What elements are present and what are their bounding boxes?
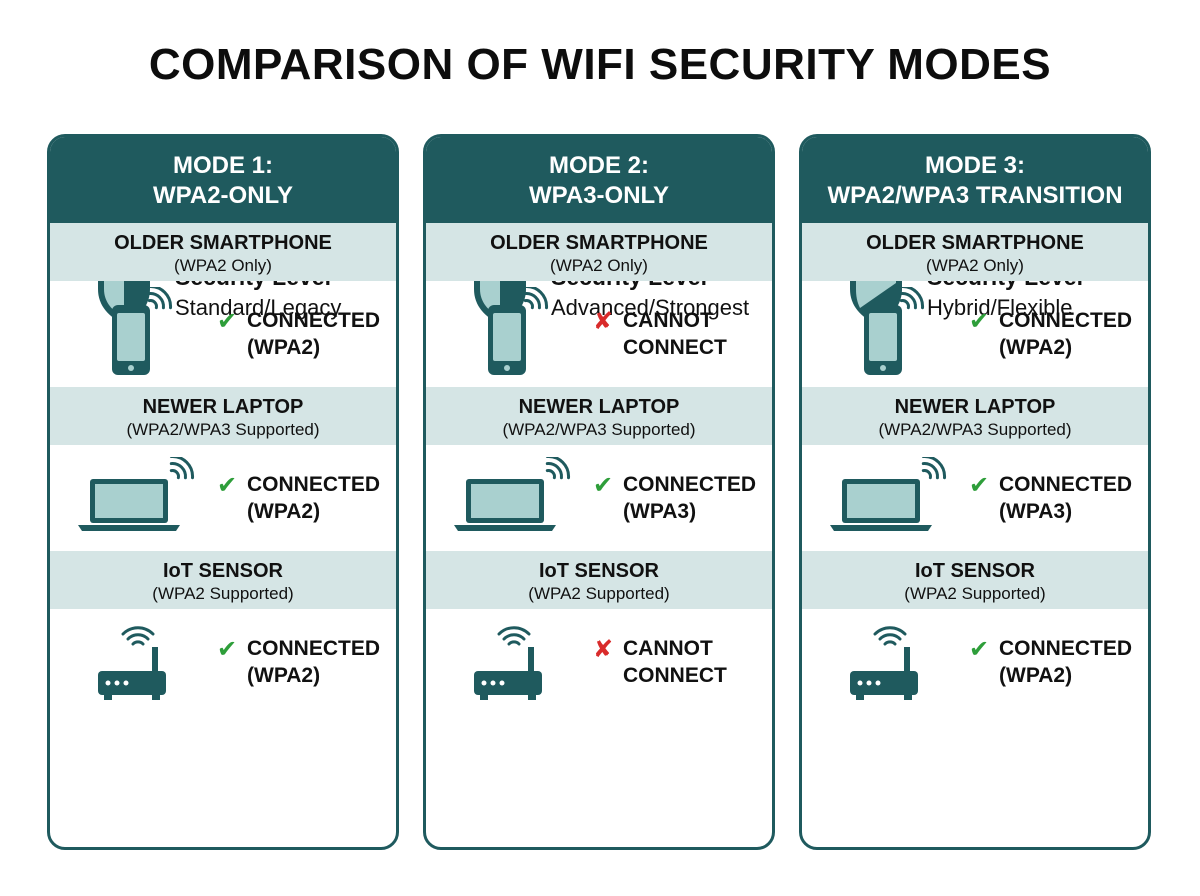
check-icon: ✔ [969, 472, 990, 499]
connection-status: CANNOT CONNECT [623, 307, 727, 361]
device-support: (WPA2 Only) [550, 256, 648, 275]
device-support: (WPA2 Supported) [528, 584, 670, 603]
router-icon [846, 619, 926, 703]
device-name: IoT SENSOR [162, 560, 283, 582]
mode-header: MODE 2: WPA3-ONLY [426, 137, 772, 225]
device-header: OLDER SMARTPHONE (WPA2 Only) [802, 223, 1148, 281]
check-icon: ✔ [593, 472, 614, 499]
connection-status: CONNECTED (WPA2) [999, 635, 1132, 689]
smartphone-icon [108, 284, 178, 379]
device-name: OLDER SMARTPHONE [114, 232, 332, 254]
page-title: COMPARISON OF WIFI SECURITY MODES [148, 40, 1052, 89]
device-support: (WPA2 Only) [174, 256, 272, 275]
device-status-row: ✔ CONNECTED (WPA2) [50, 445, 396, 551]
check-icon: ✔ [969, 308, 990, 335]
device-status-row: ✘ CANNOT CONNECT [426, 609, 772, 715]
status-line-1: CONNECTED [247, 637, 381, 660]
status-line-2: (WPA3) [999, 500, 1073, 523]
connection-status: CONNECTED (WPA2) [247, 471, 380, 525]
status-line-2: CONNECT [623, 664, 727, 687]
device-name: IoT SENSOR [914, 560, 1035, 582]
cross-icon: ✘ [593, 636, 614, 663]
status-line-2: (WPA2) [247, 500, 321, 523]
device-header: OLDER SMARTPHONE (WPA2 Only) [426, 223, 772, 281]
smartphone-icon [484, 284, 554, 379]
device-header: NEWER LAPTOP (WPA2/WPA3 Supported) [426, 387, 772, 445]
device-header: NEWER LAPTOP (WPA2/WPA3 Supported) [802, 387, 1148, 445]
mode-number: MODE 3: [924, 152, 1025, 179]
security-level-value: Hybrid/Flexible [927, 295, 1073, 320]
check-icon: ✔ [217, 636, 238, 663]
status-line-1: CANNOT [623, 637, 713, 660]
cross-icon: ✘ [593, 308, 614, 335]
check-icon: ✔ [217, 472, 238, 499]
device-header: IoT SENSOR (WPA2 Supported) [50, 551, 396, 609]
device-header: OLDER SMARTPHONE (WPA2 Only) [50, 223, 396, 281]
device-status-row: ✔ CONNECTED (WPA3) [802, 445, 1148, 551]
mode-number: MODE 2: [548, 152, 649, 179]
device-name: OLDER SMARTPHONE [866, 232, 1084, 254]
device-support: (WPA2/WPA3 Supported) [878, 420, 1072, 439]
device-status-row: ✘ CANNOT CONNECT [426, 281, 772, 387]
security-level-value: Standard/Legacy [175, 295, 342, 320]
laptop-icon [76, 454, 196, 535]
mode-name: WPA3-ONLY [528, 182, 669, 209]
device-name: OLDER SMARTPHONE [490, 232, 708, 254]
status-line-2: (WPA2) [247, 336, 321, 359]
device-status-row: ✔ CONNECTED (WPA2) [50, 281, 396, 387]
status-line-1: CONNECTED [623, 473, 757, 496]
connection-status: CONNECTED (WPA2) [999, 307, 1132, 361]
connection-status: CONNECTED (WPA3) [623, 471, 756, 525]
device-name: NEWER LAPTOP [518, 396, 680, 418]
mode-number: MODE 1: [172, 152, 273, 179]
router-icon [94, 619, 174, 703]
status-line-2: (WPA2) [999, 336, 1073, 359]
status-line-1: CONNECTED [247, 309, 381, 332]
status-line-1: CONNECTED [999, 637, 1133, 660]
device-support: (WPA2 Only) [926, 256, 1024, 275]
laptop-icon [452, 454, 572, 535]
device-status-row: ✔ CONNECTED (WPA2) [802, 281, 1148, 387]
device-header: IoT SENSOR (WPA2 Supported) [426, 551, 772, 609]
status-line-2: (WPA3) [623, 500, 697, 523]
status-line-2: (WPA2) [247, 664, 321, 687]
mode-column: MODE 3: WPA2/WPA3 TRANSITION Security Le… [799, 134, 1151, 850]
connection-status: CONNECTED (WPA2) [247, 307, 380, 361]
device-status-row: ✔ CONNECTED (WPA2) [802, 609, 1148, 715]
status-line-1: CONNECTED [999, 473, 1133, 496]
mode-column: MODE 1: WPA2-ONLY Security Level Standar… [47, 134, 399, 850]
status-line-1: CONNECTED [247, 473, 381, 496]
smartphone-icon [860, 284, 930, 379]
device-support: (WPA2/WPA3 Supported) [126, 420, 320, 439]
status-line-2: (WPA2) [999, 664, 1073, 687]
mode-column: MODE 2: WPA3-ONLY Security Level Advance… [423, 134, 775, 850]
router-icon [470, 619, 550, 703]
device-status-row: ✔ CONNECTED (WPA3) [426, 445, 772, 551]
device-status-row: ✔ CONNECTED (WPA2) [50, 609, 396, 715]
device-support: (WPA2 Supported) [904, 584, 1046, 603]
status-line-2: CONNECT [623, 336, 727, 359]
device-name: NEWER LAPTOP [142, 396, 304, 418]
device-name: IoT SENSOR [538, 560, 659, 582]
device-name: NEWER LAPTOP [894, 396, 1056, 418]
connection-status: CONNECTED (WPA2) [247, 635, 380, 689]
status-line-1: CONNECTED [999, 309, 1133, 332]
check-icon: ✔ [969, 636, 990, 663]
connection-status: CANNOT CONNECT [623, 635, 727, 689]
mode-name: WPA2/WPA3 TRANSITION [827, 182, 1123, 209]
security-level-value: Advanced/Strongest [551, 295, 750, 320]
status-line-1: CANNOT [623, 309, 713, 332]
connection-status: CONNECTED (WPA3) [999, 471, 1132, 525]
mode-header: MODE 3: WPA2/WPA3 TRANSITION [802, 137, 1148, 225]
device-support: (WPA2/WPA3 Supported) [502, 420, 696, 439]
laptop-icon [828, 454, 948, 535]
mode-header: MODE 1: WPA2-ONLY [50, 137, 396, 225]
check-icon: ✔ [217, 308, 238, 335]
device-header: IoT SENSOR (WPA2 Supported) [802, 551, 1148, 609]
device-support: (WPA2 Supported) [152, 584, 294, 603]
device-header: NEWER LAPTOP (WPA2/WPA3 Supported) [50, 387, 396, 445]
mode-name: WPA2-ONLY [152, 182, 293, 209]
